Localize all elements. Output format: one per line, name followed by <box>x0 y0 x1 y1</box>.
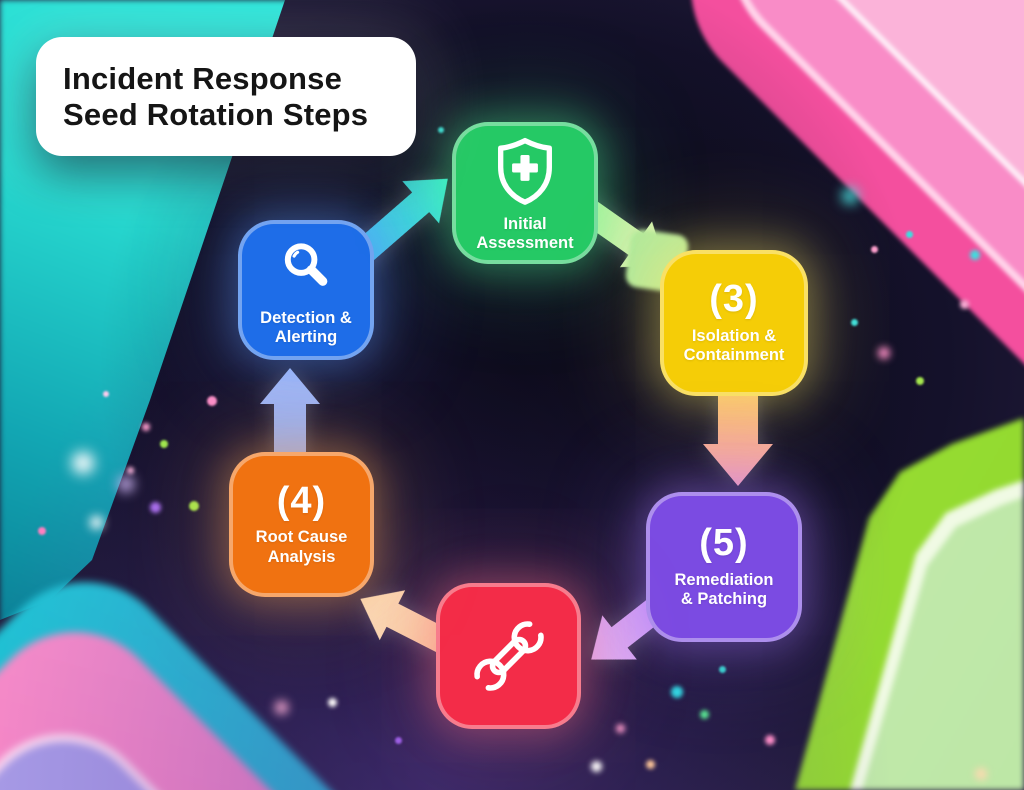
step-number: (3) <box>709 278 759 321</box>
node-label: Analysis <box>267 547 336 566</box>
node-isolation-containment: (3) Isolation & Containment <box>660 250 808 396</box>
page-title-line2: Seed Rotation Steps <box>63 96 369 132</box>
node-label: Alerting <box>274 328 338 346</box>
node-remediation-patching: (5) Remediation & Patching <box>646 492 802 642</box>
title-card: Incident Response Seed Rotation Steps <box>36 37 416 156</box>
node-label: Root Cause <box>255 528 348 547</box>
node-initial-assessment: Initial Assessment <box>452 122 598 264</box>
node-label: & Patching <box>680 590 768 609</box>
arrow-rootcause-to-detection <box>260 368 320 458</box>
node-label: Initial <box>503 214 547 233</box>
node-label: Isolation & <box>691 326 777 345</box>
page-title-line1: Incident Response <box>63 60 343 96</box>
magnifier-icon <box>284 242 328 286</box>
node-label: Detection & <box>260 308 352 327</box>
node-label: Assessment <box>476 234 574 252</box>
node-wrench <box>436 583 581 729</box>
node-root-cause-analysis: (4) Root Cause Analysis <box>229 452 374 597</box>
node-label: Containment <box>683 346 785 365</box>
node-detection-alerting: Detection & Alerting <box>238 220 374 360</box>
wrench-icon <box>473 621 544 691</box>
step-number: (5) <box>699 522 749 565</box>
step-number: (4) <box>276 479 327 522</box>
shield-plus-icon <box>498 137 552 205</box>
arrow-isolation-to-remediation <box>703 386 773 486</box>
node-label: Remediation <box>674 570 774 589</box>
